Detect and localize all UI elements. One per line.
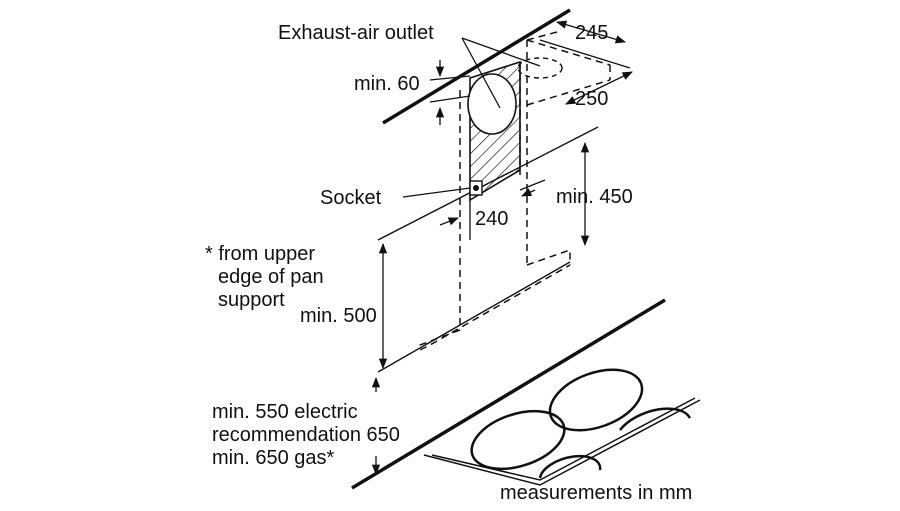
footnote-line-3: support <box>218 289 285 311</box>
leader-lines <box>402 37 541 198</box>
dim-250-label: 250 <box>575 88 609 110</box>
burner-front-right <box>538 454 602 479</box>
dim-min-500-label: min. 500 <box>300 305 377 327</box>
dim-min-450-label: min. 450 <box>556 186 633 208</box>
dim-250-lines <box>565 71 633 105</box>
dim-240-label: 240 <box>475 208 509 230</box>
dim-245-label: 245 <box>575 22 609 44</box>
exhaust-air-outlet-label: Exhaust-air outlet <box>278 22 434 44</box>
cooktop-frame-inner <box>431 397 696 481</box>
dim-min-60-lines <box>429 60 471 125</box>
cooktop-frame-outer <box>423 399 701 486</box>
hood-base-reference-line <box>377 261 571 373</box>
dim-240-lines <box>439 188 536 240</box>
burner-front-left <box>470 409 566 471</box>
dim-min-550-line-1: min. 550 electric <box>212 401 358 423</box>
dim-min-550-line-2: recommendation 650 <box>212 424 400 446</box>
socket-label: Socket <box>320 187 382 209</box>
units-note-label: measurements in mm <box>500 482 693 504</box>
footnote-line-2: edge of pan <box>218 266 324 288</box>
burner-back-left <box>548 368 644 432</box>
hood-reference-line <box>377 126 599 241</box>
footnote-line-1: * from upper <box>205 243 316 265</box>
dim-245-lines <box>539 20 631 69</box>
cooktop <box>423 368 701 486</box>
outlet-circle-dashed <box>517 57 563 79</box>
outlet-circle-left <box>467 73 517 135</box>
dim-min-550-line-3: min. 650 gas* <box>212 447 335 469</box>
ceiling-line <box>382 8 571 125</box>
dim-min-60-label: min. 60 <box>354 73 420 95</box>
socket-icon <box>469 180 483 196</box>
burner-back-right <box>619 407 692 431</box>
worktop-line <box>351 298 666 490</box>
